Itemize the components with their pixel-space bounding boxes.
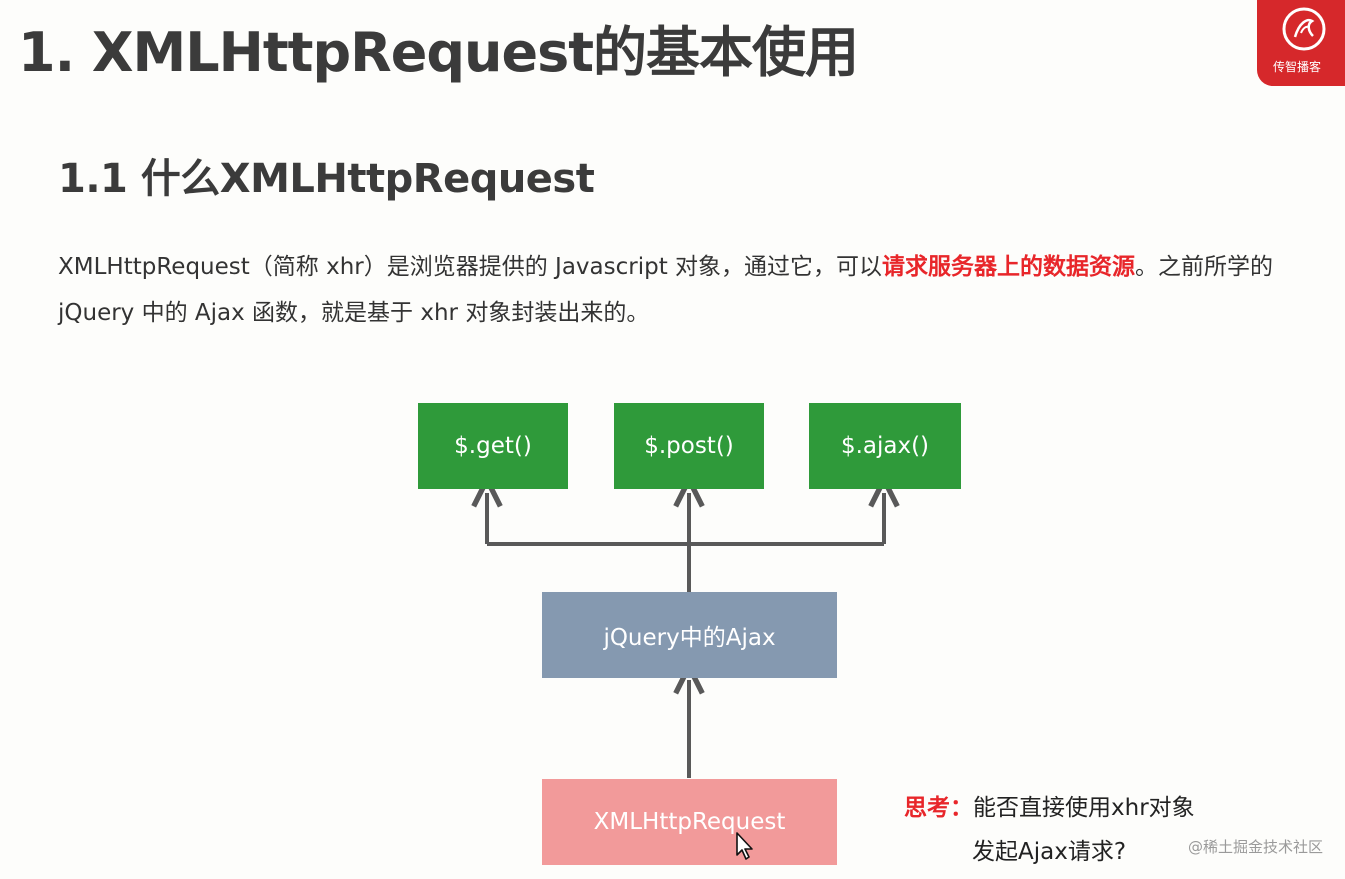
highlight-text: 请求服务器上的数据资源 xyxy=(882,254,1136,280)
page-title: 1. XMLHttpRequest的基本使用 xyxy=(18,21,859,84)
mouse-cursor-icon xyxy=(736,832,753,860)
think-line-1: 思考：能否直接使用xhr对象 xyxy=(904,786,1195,830)
think-text-1: 能否直接使用xhr对象 xyxy=(973,795,1195,821)
intro-text-part1: XMLHttpRequest（简称 xhr）是浏览器提供的 Javascript… xyxy=(58,254,883,280)
think-label: 思考： xyxy=(904,795,973,821)
brand-logo: 传智播客 xyxy=(1257,0,1345,86)
jquery-ajax-box: jQuery中的Ajax xyxy=(542,592,837,678)
section-subtitle: 1.1 什么XMLHttpRequest xyxy=(58,156,595,202)
watermark: @稀土掘金技术社区 xyxy=(1187,838,1323,856)
think-line-2: 发起Ajax请求? xyxy=(972,839,1127,865)
method-box-ajax: $.ajax() xyxy=(809,403,961,489)
method-box-post: $.post() xyxy=(614,403,764,489)
intro-text-part2: 。之前所学的 jQuery 中的 Ajax 函数，就是基于 xhr 对象封装出来… xyxy=(58,254,1274,326)
dragon-logo-icon xyxy=(1282,7,1326,51)
method-box-get: $.get() xyxy=(418,403,568,489)
xmlhttprequest-box: XMLHttpRequest xyxy=(542,779,837,865)
intro-paragraph: XMLHttpRequest（简称 xhr）是浏览器提供的 Javascript… xyxy=(58,244,1298,336)
logo-text: 传智播客 xyxy=(1273,60,1322,74)
think-question: 思考：能否直接使用xhr对象 发起Ajax请求? xyxy=(904,786,1195,874)
